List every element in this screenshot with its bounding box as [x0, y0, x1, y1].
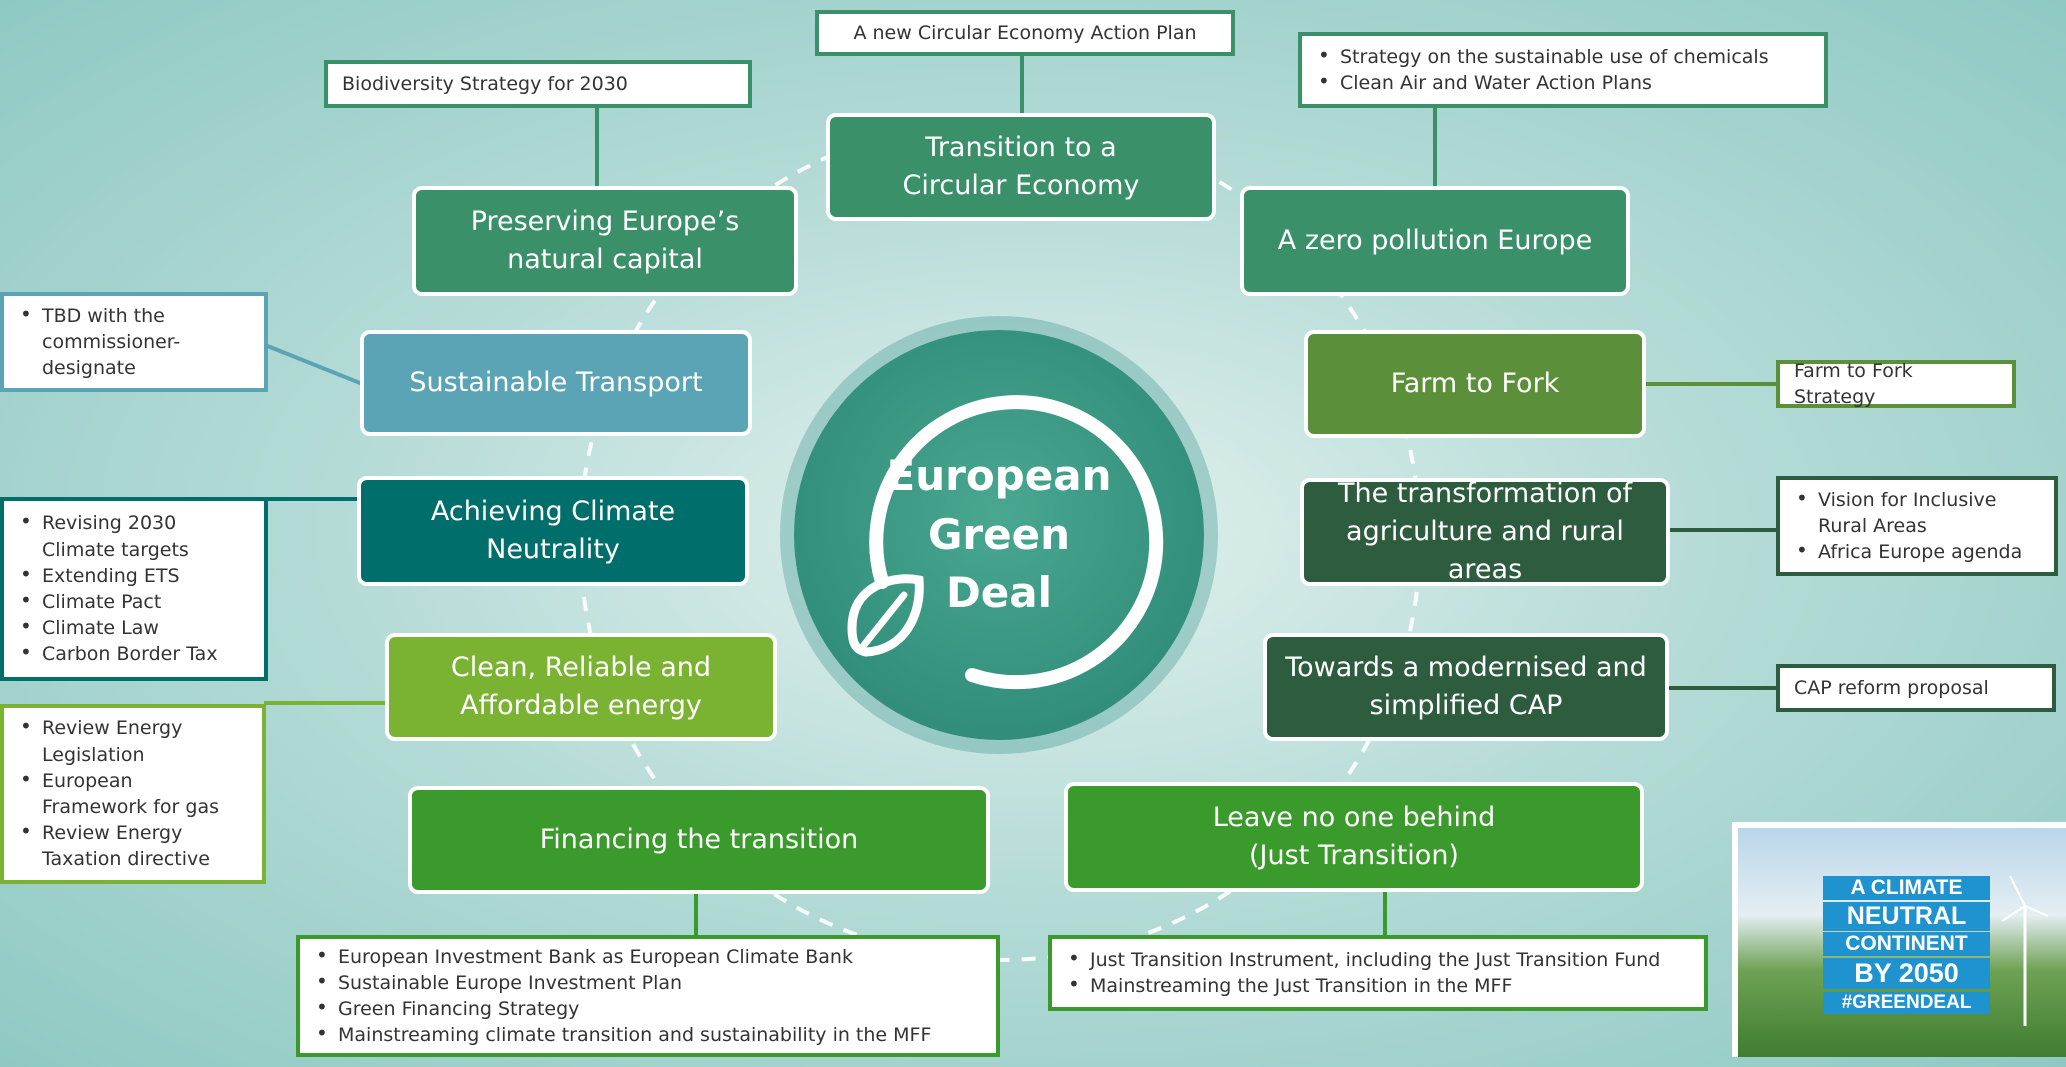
- pillar-zero-pollution: A zero pollution Europe: [1240, 186, 1630, 296]
- note-text: CAP reform proposal: [1794, 676, 1989, 699]
- climate-neutral-badge-image: A CLIMATE NEUTRAL CONTINENT BY 2050 #GRE…: [1732, 822, 2066, 1057]
- note-item: Strategy on the sustainable use of chemi…: [1318, 42, 1810, 70]
- pillar-farm-to-fork: Farm to Fork: [1304, 330, 1646, 438]
- leaf-circle-icon: [847, 395, 1164, 690]
- badge-line-1: A CLIMATE: [1823, 876, 1990, 900]
- note-text: A new Circular Economy Action Plan: [853, 21, 1197, 44]
- note-item: Just Transition Instrument, including th…: [1068, 945, 1690, 973]
- note-climate: Revising 2030 Climate targets Extending …: [0, 497, 268, 681]
- pillar-just-transition: Leave no one behind (Just Transition): [1064, 782, 1644, 892]
- pillar-sustainable-transport: Sustainable Transport: [360, 330, 752, 436]
- note-item: Sustainable Europe Investment Plan: [316, 968, 982, 996]
- pillar-clean-energy: Clean, Reliable and Affordable energy: [385, 633, 777, 741]
- note-financing: European Investment Bank as European Cli…: [296, 935, 1000, 1057]
- pillar-natural-capital: Preserving Europe’s natural capital: [412, 186, 798, 296]
- note-just-transition: Just Transition Instrument, including th…: [1048, 935, 1708, 1011]
- pillar-modernised-cap: Towards a modernised and simplified CAP: [1263, 633, 1669, 741]
- note-energy: Review Energy Legislation European Frame…: [0, 704, 266, 884]
- note-circular-action-plan: A new Circular Economy Action Plan: [815, 10, 1235, 56]
- note-item: Vision for Inclusive Rural Areas: [1796, 485, 1998, 539]
- pillar-agriculture-rural: The transformation of agriculture and ru…: [1300, 478, 1670, 586]
- badge-line-4: BY 2050: [1823, 958, 1990, 989]
- note-item: Green Financing Strategy: [316, 994, 982, 1022]
- note-agriculture: Vision for Inclusive Rural Areas Africa …: [1776, 476, 2058, 576]
- pillar-circular-economy: Transition to a Circular Economy: [826, 113, 1216, 221]
- note-item: Mainstreaming the Just Transition in the…: [1068, 971, 1690, 999]
- note-item: Revising 2030 Climate targets: [20, 508, 212, 562]
- center-title: European Green Deal: [886, 450, 1112, 618]
- pillar-climate-neutrality: Achieving Climate Neutrality: [357, 476, 749, 586]
- note-item: TBD with the commissioner-designate: [20, 301, 202, 382]
- note-item: Clean Air and Water Action Plans: [1318, 68, 1810, 96]
- badge-line-3: CONTINENT: [1823, 932, 1990, 956]
- badge-line-5: #GREENDEAL: [1823, 992, 1990, 1014]
- note-item: Review Energy Taxation directive: [20, 818, 232, 872]
- wind-turbine-icon: [2001, 876, 2049, 1026]
- note-item: Climate Law: [20, 613, 250, 641]
- note-biodiversity: Biodiversity Strategy for 2030: [324, 60, 752, 108]
- badge-line-2: NEUTRAL: [1823, 902, 1990, 931]
- note-text: Biodiversity Strategy for 2030: [342, 72, 628, 95]
- note-item: Extending ETS: [20, 561, 250, 589]
- note-item: European Investment Bank as European Cli…: [316, 942, 982, 970]
- note-item: Africa Europe agenda: [1796, 537, 2040, 565]
- note-cap: CAP reform proposal: [1776, 664, 2056, 712]
- note-item: Review Energy Legislation: [20, 713, 202, 767]
- note-item: Carbon Border Tax: [20, 639, 250, 667]
- note-pollution: Strategy on the sustainable use of chemi…: [1298, 32, 1828, 108]
- note-item: Mainstreaming climate transition and sus…: [316, 1020, 982, 1048]
- european-green-deal-hub: European Green Deal: [794, 330, 1204, 740]
- note-transport: TBD with the commissioner-designate: [0, 292, 268, 392]
- note-item: European Framework for gas: [20, 766, 232, 820]
- note-text: Farm to Fork Strategy: [1794, 359, 1913, 408]
- note-farm-to-fork: Farm to Fork Strategy: [1776, 360, 2016, 408]
- pillar-financing-transition: Financing the transition: [408, 786, 990, 894]
- note-item: Climate Pact: [20, 587, 250, 615]
